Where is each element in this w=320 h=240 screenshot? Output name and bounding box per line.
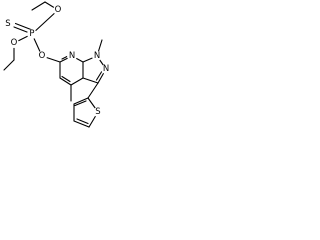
bond-c4-c5-inner <box>61 75 71 83</box>
atom-labels: S P O O O N N N S <box>3 5 111 117</box>
bond-c3-c3a <box>82 77 99 84</box>
atom-nitrogen-methylated: N <box>94 51 100 61</box>
bond-th-c2-c3-inner <box>74 100 87 107</box>
atom-bg-nitrogen-pyridine <box>67 51 77 61</box>
atom-phosphorus: P <box>29 29 34 39</box>
atom-bg-oxygen-ethoxy-lower <box>9 38 19 48</box>
atom-bg-sulfur-thione <box>3 19 13 29</box>
atom-oxygen-ethoxy-upper: O <box>55 5 62 15</box>
atom-bg-nitrogen-methylated <box>92 51 102 61</box>
atom-sulfur-thione: S <box>5 19 10 29</box>
bond-th-c4-c5 <box>73 120 90 128</box>
bond-th-c2-c3 <box>73 97 89 105</box>
atom-bg-nitrogen-pyrazole <box>101 64 111 74</box>
atom-sulfur-thiophene: S <box>95 107 100 117</box>
atom-bg-phosphorus <box>27 29 37 39</box>
bonds <box>3 1 107 128</box>
atom-bg-oxygen-ethoxy-upper <box>53 5 63 15</box>
chemical-structure: S P O O O N N N S <box>3 1 111 128</box>
bond-ethyl-lower-ch2-ch3 <box>3 59 15 71</box>
atom-nitrogen-pyridine: N <box>69 51 75 61</box>
atom-bg-sulfur-thiophene <box>93 107 103 117</box>
bond-o-upper-p <box>31 9 59 35</box>
bond-th-c4-c5-inner <box>76 118 89 125</box>
atom-oxygen-aryl: O <box>39 51 46 61</box>
bond-ethyl-upper-ch3-ch2 <box>31 1 46 11</box>
atom-bg-oxygen-aryl <box>37 51 47 61</box>
atom-oxygen-ethoxy-lower: O <box>11 38 18 48</box>
bond-c3a-c4 <box>70 77 84 86</box>
bond-c4-c5 <box>59 77 72 86</box>
bond-c3-thiophene <box>87 82 99 99</box>
atom-nitrogen-pyrazole: N <box>103 64 109 74</box>
